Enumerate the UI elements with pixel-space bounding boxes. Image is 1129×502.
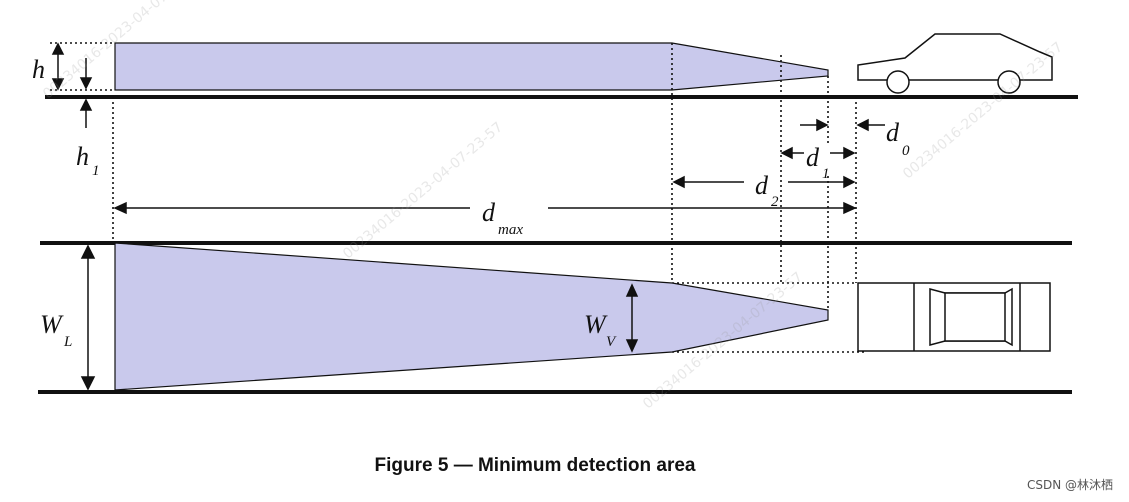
d1-subscript: 1: [822, 166, 830, 182]
top-view-detection-area: [114, 242, 829, 391]
wl-dimension: [80, 244, 96, 391]
h1-label: h: [76, 142, 89, 171]
h-label: h: [32, 55, 45, 84]
dmax-subscript: max: [498, 222, 523, 238]
d1-label-bg: [804, 143, 830, 175]
side-view-detection-area: [114, 42, 829, 91]
d1-label: d: [806, 143, 820, 172]
d0-subscript: 0: [902, 143, 910, 159]
d2-label: d: [755, 171, 769, 200]
wv-subscript: V: [606, 334, 617, 350]
wv-dimension: [625, 283, 639, 353]
wv-label: W: [584, 310, 608, 339]
dmax-dimension: [113, 201, 857, 215]
d2-dimension: [672, 175, 856, 189]
d0-dimension: [800, 118, 885, 132]
d2-subscript: 2: [771, 194, 779, 210]
h-dimension: [50, 42, 115, 128]
wl-label: W: [40, 310, 64, 339]
car-top-icon: [857, 282, 1051, 352]
source-credit: CSDN @林沐栖: [1026, 478, 1113, 492]
car-side-icon: [857, 33, 1053, 94]
d0-label: d: [886, 118, 900, 147]
wl-subscript: L: [63, 334, 72, 350]
dmax-label: d: [482, 198, 496, 227]
h1-subscript: 1: [92, 163, 100, 179]
figure-caption: Figure 5 — Minimum detection area: [374, 455, 696, 476]
